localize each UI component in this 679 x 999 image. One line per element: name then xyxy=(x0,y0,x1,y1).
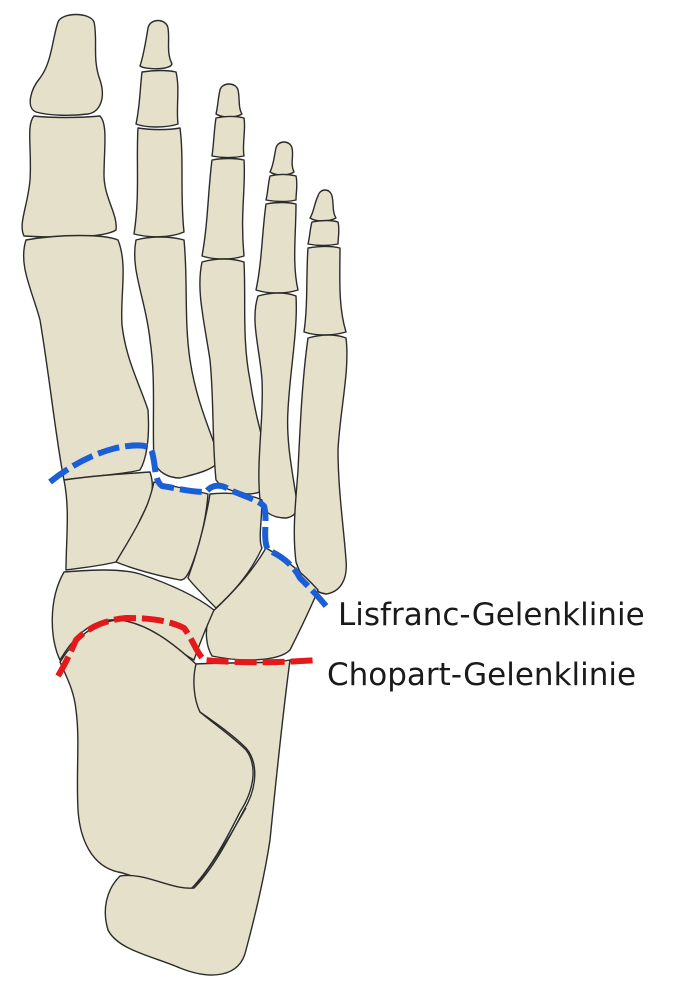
talus-calcaneus-joint xyxy=(193,807,247,889)
fourth-metatarsal xyxy=(254,292,299,519)
fourth-middle-phalanx xyxy=(265,173,298,203)
third-distal-phalanx xyxy=(215,83,243,118)
midfoot-bones xyxy=(51,471,319,661)
second-middle-phalanx xyxy=(135,69,179,128)
lisfranc-label: Lisfranc-Gelenklinie xyxy=(338,597,645,633)
second-metatarsal xyxy=(134,236,221,479)
lisfranc-joint-line xyxy=(48,442,329,608)
second-toe xyxy=(133,19,221,479)
talus xyxy=(59,619,254,892)
hallux xyxy=(21,13,150,481)
fifth-middle-phalanx xyxy=(307,219,340,247)
second-proximal-phalanx xyxy=(133,127,185,238)
fourth-proximal-phalanx xyxy=(255,201,299,294)
hallux-proximal-phalanx xyxy=(21,115,117,238)
third-proximal-phalanx xyxy=(201,157,246,260)
hallux-distal-phalanx xyxy=(29,13,104,117)
chopart-label: Chopart-Gelenklinie xyxy=(327,657,637,693)
fourth-distal-phalanx xyxy=(269,141,295,176)
cuboid xyxy=(205,547,319,661)
chopart-joint-line xyxy=(55,615,319,678)
calcaneus xyxy=(104,659,291,976)
fifth-metatarsal xyxy=(293,334,348,595)
intermediate-cuneiform xyxy=(115,481,209,581)
fifth-toe xyxy=(293,189,348,595)
fifth-proximal-phalanx xyxy=(303,245,347,336)
hindfoot-bones xyxy=(59,619,291,976)
fifth-distal-phalanx xyxy=(309,189,337,222)
fourth-toe xyxy=(254,141,299,519)
first-metatarsal xyxy=(22,234,150,481)
third-middle-phalanx xyxy=(211,115,246,159)
second-distal-phalanx xyxy=(139,19,173,70)
navicular xyxy=(51,569,215,661)
